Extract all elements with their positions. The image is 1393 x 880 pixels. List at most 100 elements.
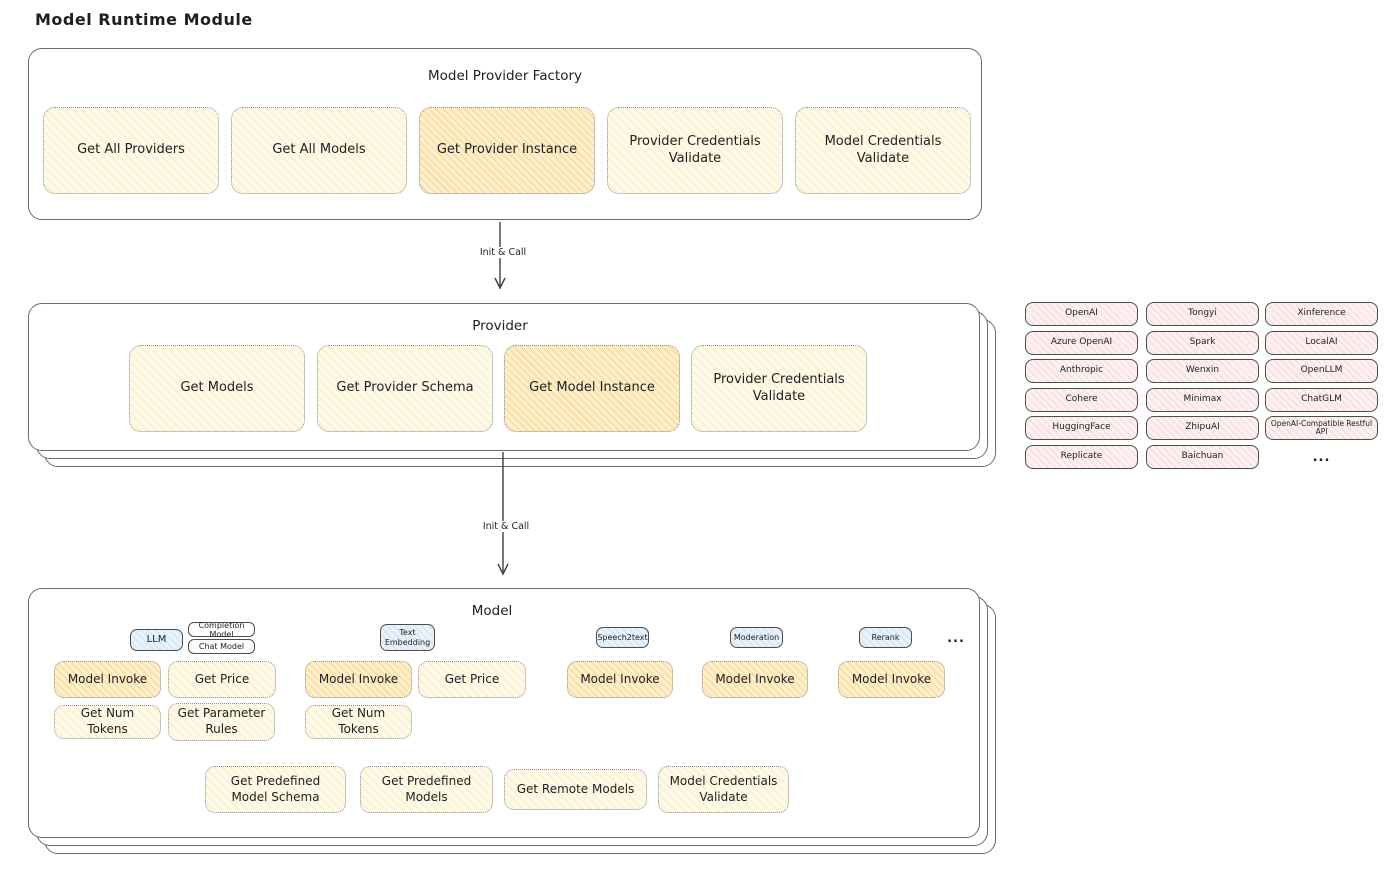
model-box-llm-get-num-tokens: Get Num Tokens [54, 705, 161, 739]
model-box-llm-model-invoke: Model Invoke [54, 661, 161, 698]
chip-label: Minimax [1183, 394, 1222, 405]
box-label: Model Invoke [67, 671, 148, 686]
model-box-rerank-model-invoke: Model Invoke [838, 661, 945, 698]
tag-chat-model: Chat Model [188, 639, 255, 654]
chip-label: ChatGLM [1301, 394, 1342, 405]
box-label: Get Num Tokens [80, 706, 135, 736]
provider-title: Provider [472, 318, 528, 334]
provider-box-get-model-instance: Get Model Instance [504, 345, 680, 432]
provider-chip-azure-openai: Azure OpenAI [1025, 331, 1138, 355]
model-box-embedding-get-price: Get Price [418, 661, 526, 698]
provider-chip-anthropic: Anthropic [1025, 359, 1138, 383]
tag-completion-model: Completion Model [188, 620, 255, 639]
model-tags-ellipsis: ... [947, 630, 965, 646]
tag-llm: LLM [130, 629, 183, 651]
model-title: Model [471, 603, 513, 619]
box-label: Model Invoke [715, 671, 795, 686]
chip-label: OpenLLM [1300, 365, 1343, 376]
page-title: Model Runtime Module [35, 10, 253, 29]
provider-chip-minimax: Minimax [1146, 388, 1259, 412]
model-box-embedding-model-invoke: Model Invoke [305, 661, 412, 698]
box-label: Model Invoke [580, 671, 660, 686]
tag-label: Chat Model [198, 642, 245, 651]
chip-label: LocalAI [1305, 337, 1338, 348]
box-label: Get All Providers [77, 142, 185, 158]
chip-label: OpenAI [1065, 308, 1098, 319]
chip-label: Replicate [1060, 451, 1103, 462]
box-label: Model Credentials Validate [824, 133, 942, 166]
tag-label: Rerank [871, 632, 900, 642]
tag-label: Text Embedding [384, 628, 431, 647]
model-box-get-remote-models: Get Remote Models [504, 769, 647, 810]
factory-box-get-all-models: Get All Models [231, 107, 407, 194]
box-label: Get Provider Schema [336, 380, 474, 396]
tag-text-embedding: Text Embedding [380, 624, 435, 651]
chip-label: Wenxin [1185, 365, 1220, 376]
model-box-get-predefined-model-schema: Get Predefined Model Schema [205, 766, 346, 813]
box-label: Get Parameter Rules [177, 706, 266, 736]
model-box-embedding-get-num-tokens: Get Num Tokens [305, 705, 412, 739]
provider-chip-openai-compatible: OpenAI-Compatible Restful API [1265, 416, 1378, 440]
chip-label: ZhipuAI [1185, 422, 1220, 433]
model-box-moderation-model-invoke: Model Invoke [702, 661, 808, 698]
tag-label: Completion Model [198, 620, 245, 639]
box-label: Model Invoke [851, 671, 932, 686]
arrow-label-init-call-1: Init & Call [470, 247, 536, 258]
provider-chip-replicate: Replicate [1025, 445, 1138, 469]
chip-label: Spark [1189, 337, 1216, 348]
provider-chip-spark: Spark [1146, 331, 1259, 355]
factory-title: Model Provider Factory [427, 68, 582, 84]
box-label: Get All Models [272, 142, 366, 158]
box-label: Model Invoke [318, 671, 399, 686]
provider-chip-baichuan: Baichuan [1146, 445, 1259, 469]
model-box-speech2text-model-invoke: Model Invoke [567, 661, 673, 698]
box-label: Get Predefined Model Schema [230, 773, 321, 804]
box-label: Get Model Instance [529, 380, 655, 396]
box-label: Provider Credentials Validate [629, 133, 761, 166]
box-label: Get Price [194, 671, 250, 686]
tag-label: LLM [146, 634, 167, 646]
tag-moderation: Moderation [730, 627, 783, 648]
factory-box-get-all-providers: Get All Providers [43, 107, 219, 194]
provider-chip-openllm: OpenLLM [1265, 359, 1378, 383]
box-label: Get Models [180, 380, 254, 396]
arrow-label-init-call-2: Init & Call [473, 521, 539, 532]
provider-chip-cohere: Cohere [1025, 388, 1138, 412]
chip-label: Cohere [1065, 394, 1098, 405]
provider-chip-tongyi: Tongyi [1146, 302, 1259, 326]
factory-box-model-credentials-validate: Model Credentials Validate [795, 107, 971, 194]
provider-box-get-models: Get Models [129, 345, 305, 432]
box-label: Model Credentials Validate [669, 773, 778, 804]
tag-speech2text: Speech2text [596, 627, 649, 648]
provider-chip-xinference: Xinference [1265, 302, 1378, 326]
chip-label: Baichuan [1181, 451, 1224, 462]
tag-label: Moderation [733, 632, 780, 642]
chip-label: HuggingFace [1052, 422, 1111, 433]
provider-grid-ellipsis: ... [1312, 449, 1331, 465]
provider-chip-zhipuai: ZhipuAI [1146, 416, 1259, 440]
tag-rerank: Rerank [859, 627, 912, 648]
model-box-get-predefined-models: Get Predefined Models [360, 766, 493, 813]
factory-box-provider-credentials-validate: Provider Credentials Validate [607, 107, 783, 194]
chip-label: Tongyi [1188, 308, 1217, 319]
provider-chip-wenxin: Wenxin [1146, 359, 1259, 383]
box-label: Get Num Tokens [331, 706, 386, 736]
box-label: Get Remote Models [516, 781, 635, 796]
provider-chip-huggingface: HuggingFace [1025, 416, 1138, 440]
model-box-llm-get-price: Get Price [168, 661, 276, 698]
provider-chip-openai: OpenAI [1025, 302, 1138, 326]
tag-label: Speech2text [597, 632, 648, 642]
model-box-model-credentials-validate: Model Credentials Validate [658, 766, 789, 813]
factory-box-get-provider-instance: Get Provider Instance [419, 107, 595, 194]
box-label: Get Provider Instance [436, 142, 578, 158]
box-label: Provider Credentials Validate [713, 371, 845, 404]
arrow-down-icon [497, 452, 509, 576]
provider-chip-chatglm: ChatGLM [1265, 388, 1378, 412]
arrow-down-icon [494, 222, 506, 290]
chip-label: Xinference [1297, 308, 1346, 319]
model-box-llm-get-parameter-rules: Get Parameter Rules [168, 703, 275, 741]
chip-label: Azure OpenAI [1050, 337, 1113, 348]
provider-chip-localai: LocalAI [1265, 331, 1378, 355]
provider-box-provider-credentials-validate: Provider Credentials Validate [691, 345, 867, 432]
box-label: Get Predefined Models [381, 773, 472, 804]
